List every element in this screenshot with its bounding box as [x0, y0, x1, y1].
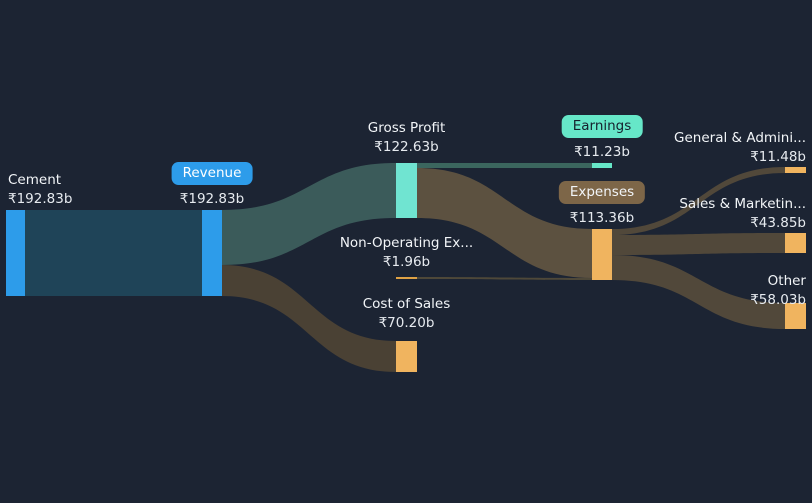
- node-earnings[interactable]: [592, 163, 612, 168]
- flow-cement-revenue[interactable]: [25, 210, 202, 296]
- node-gross-profit[interactable]: [396, 163, 417, 218]
- node-other[interactable]: [785, 303, 806, 329]
- flow-expenses-general-admin[interactable]: [612, 167, 785, 235]
- node-expenses[interactable]: [592, 229, 612, 280]
- flow-revenue-cost-of-sales[interactable]: [222, 265, 396, 372]
- node-cost-of-sales[interactable]: [396, 341, 417, 372]
- node-general-admin[interactable]: [785, 167, 806, 173]
- flow-gross-profit-expenses[interactable]: [417, 168, 592, 278]
- node-revenue[interactable]: [202, 210, 222, 296]
- flow-gross-profit-earnings[interactable]: [417, 163, 592, 168]
- node-sales-marketing[interactable]: [785, 233, 806, 253]
- flow-expenses-other[interactable]: [612, 255, 785, 329]
- flow-revenue-gross-profit[interactable]: [222, 163, 396, 265]
- node-cement[interactable]: [6, 210, 25, 296]
- flow-expenses-sales-marketing[interactable]: [612, 233, 785, 255]
- node-non-operating[interactable]: [396, 277, 417, 279]
- flow-non-operating-expenses[interactable]: [417, 277, 592, 280]
